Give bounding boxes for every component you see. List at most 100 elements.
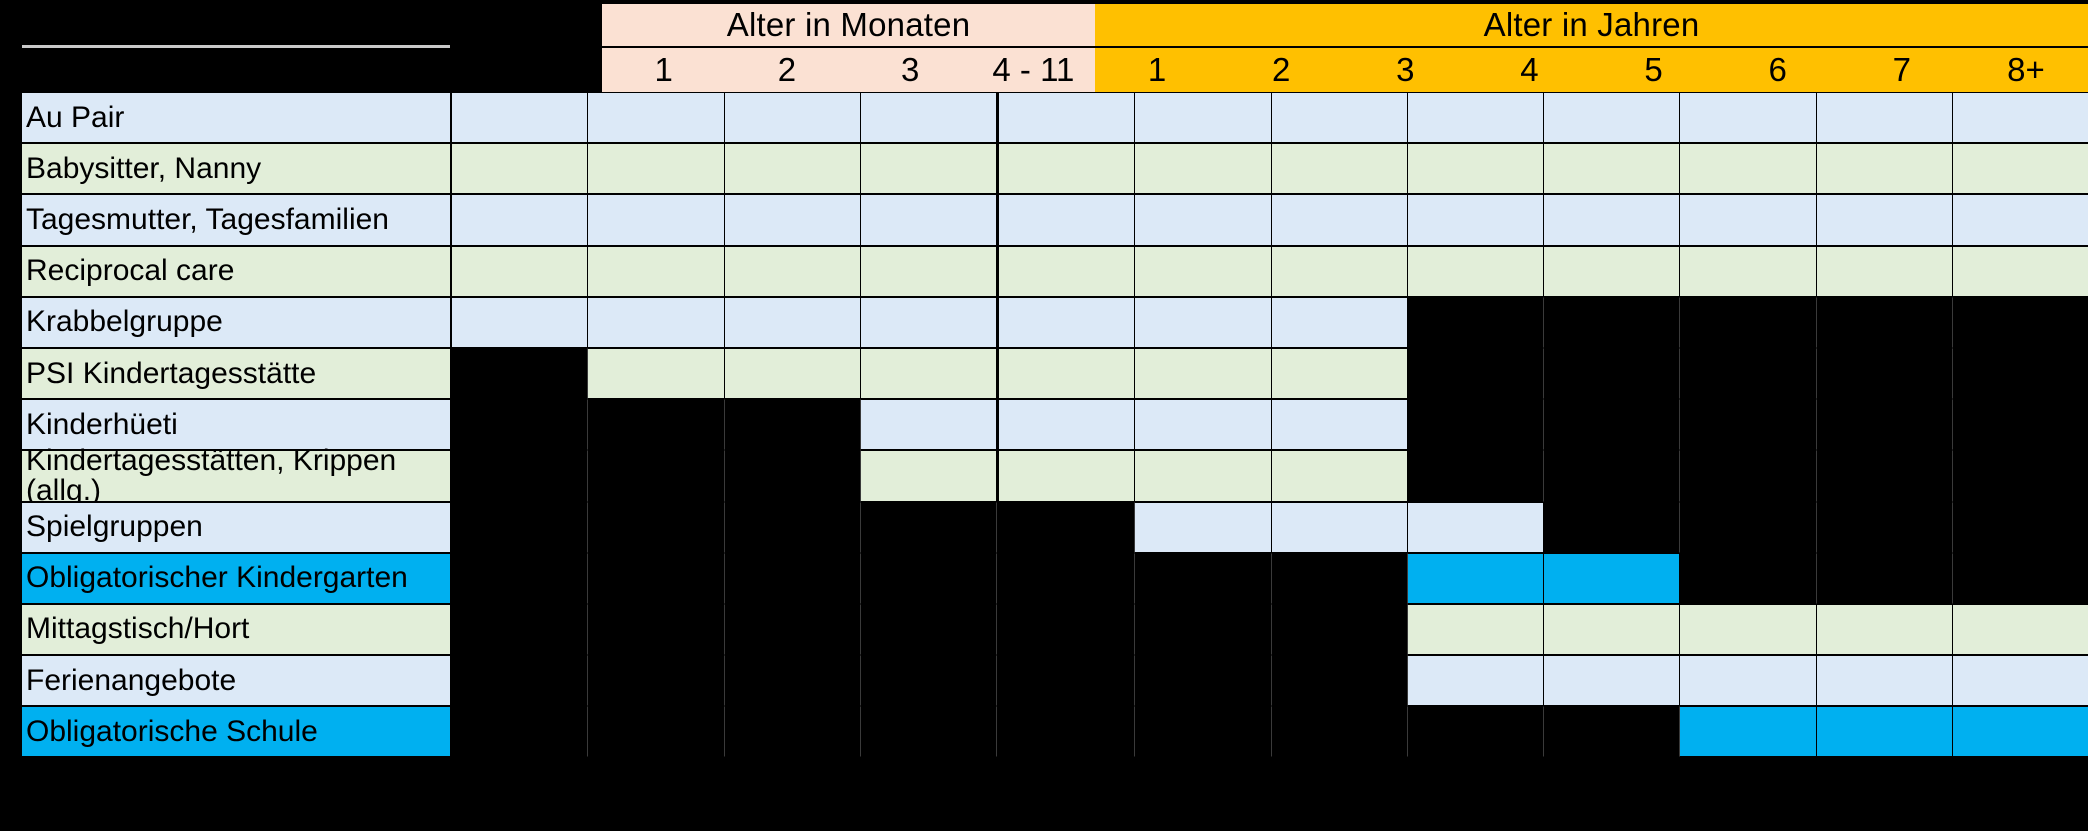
coverage-cell-off-13-6 xyxy=(1135,706,1272,758)
coverage-cell-on-2-11 xyxy=(1816,143,1953,195)
coverage-cell-off-8-12 xyxy=(1952,450,2088,502)
coverage-cell-off-7-8 xyxy=(1407,399,1544,451)
label-grid-gap xyxy=(450,245,452,297)
row-cells xyxy=(452,92,2088,144)
coverage-cell-off-9-11 xyxy=(1816,501,1953,553)
coverage-cell-off-6-8 xyxy=(1407,347,1544,400)
coverage-cell-off-11-2 xyxy=(588,603,725,656)
coverage-cell-off-7-9 xyxy=(1544,399,1681,451)
label-grid-gap xyxy=(450,347,452,400)
table-row: Ferienangebote xyxy=(0,655,2088,707)
coverage-cell-on-1-12 xyxy=(1952,92,2088,144)
coverage-cell-off-7-11 xyxy=(1816,399,1953,451)
row-cells xyxy=(452,450,2088,502)
month-year-separator xyxy=(997,655,999,707)
row-label-5: Krabbelgruppe xyxy=(22,296,450,348)
coverage-cell-on-11-11 xyxy=(1816,603,1953,656)
coverage-cell-on-8-4 xyxy=(860,450,997,502)
coverage-cell-on-4-12 xyxy=(1952,245,2088,297)
month-year-separator xyxy=(997,450,999,502)
coverage-cell-off-13-5 xyxy=(999,706,1136,758)
coverage-cell-off-13-2 xyxy=(588,706,725,758)
row-cells xyxy=(452,245,2088,297)
row-label-3: Tagesmutter, Tagesfamilien xyxy=(22,194,450,246)
coverage-cell-on-11-12 xyxy=(1952,603,2088,656)
table-row: Kindertagesstätten, Krippen (allg.) xyxy=(0,445,2088,505)
coverage-cell-on-3-10 xyxy=(1680,194,1817,246)
coverage-cell-off-11-3 xyxy=(724,603,861,656)
coverage-cell-on-9-8 xyxy=(1407,501,1544,553)
coverage-cell-on-10-8 xyxy=(1407,552,1544,604)
label-grid-gap xyxy=(450,706,452,758)
coverage-cell-off-12-2 xyxy=(588,655,725,707)
coverage-cell-on-3-6 xyxy=(1135,194,1272,246)
coverage-cell-off-7-12 xyxy=(1952,399,2088,451)
coverage-cell-on-2-10 xyxy=(1680,143,1817,195)
coverage-cell-on-4-8 xyxy=(1407,245,1544,297)
row-label-2: Babysitter, Nanny xyxy=(22,143,450,195)
coverage-cell-off-10-2 xyxy=(588,552,725,604)
coverage-cell-off-9-9 xyxy=(1544,501,1681,553)
coverage-cell-on-4-10 xyxy=(1680,245,1817,297)
coverage-cell-off-10-6 xyxy=(1135,552,1272,604)
coverage-cell-on-11-8 xyxy=(1407,603,1544,656)
month-year-separator xyxy=(997,399,999,451)
coverage-cell-off-8-1 xyxy=(452,450,589,502)
coverage-cell-on-9-6 xyxy=(1135,501,1272,553)
row-cells xyxy=(452,347,2088,400)
coverage-cell-off-6-1 xyxy=(452,347,589,400)
coverage-cell-on-5-6 xyxy=(1135,296,1272,348)
label-grid-gap xyxy=(450,143,452,195)
row-cells xyxy=(452,194,2088,246)
coverage-cell-off-8-9 xyxy=(1544,450,1681,502)
table-row: Tagesmutter, Tagesfamilien xyxy=(0,194,2088,246)
coverage-cell-on-6-5 xyxy=(999,347,1136,400)
label-grid-gap xyxy=(450,296,452,348)
coverage-cell-on-5-1 xyxy=(452,296,589,348)
coverage-cell-on-7-4 xyxy=(860,399,997,451)
coverage-cell-off-13-7 xyxy=(1271,706,1408,758)
month-year-separator xyxy=(997,245,999,297)
coverage-cell-off-12-6 xyxy=(1135,655,1272,707)
coverage-cell-on-8-6 xyxy=(1135,450,1272,502)
column-header-month-3: 3 xyxy=(900,51,920,88)
coverage-cell-on-12-11 xyxy=(1816,655,1953,707)
month-year-separator xyxy=(997,296,999,348)
row-cells xyxy=(452,501,2088,553)
coverage-cell-off-10-11 xyxy=(1816,552,1953,604)
coverage-cell-off-10-3 xyxy=(724,552,861,604)
coverage-cell-off-6-9 xyxy=(1544,347,1681,400)
row-cells xyxy=(452,143,2088,195)
coverage-cell-on-1-9 xyxy=(1544,92,1681,144)
coverage-cell-on-4-5 xyxy=(999,245,1136,297)
header-group-months: Alter in Monaten xyxy=(602,4,1095,48)
coverage-cell-on-1-10 xyxy=(1680,92,1817,144)
column-header-month-1: 1 xyxy=(654,51,673,88)
coverage-cell-on-7-7 xyxy=(1271,399,1408,451)
coverage-cell-on-12-10 xyxy=(1680,655,1817,707)
coverage-cell-on-1-7 xyxy=(1271,92,1408,144)
coverage-cell-on-1-8 xyxy=(1407,92,1544,144)
coverage-cell-on-2-12 xyxy=(1952,143,2088,195)
coverage-cell-on-3-11 xyxy=(1816,194,1953,246)
row-label-6: PSI Kindertagesstätte xyxy=(22,347,450,400)
table-row: Spielgruppen xyxy=(0,501,2088,553)
coverage-cell-on-5-2 xyxy=(588,296,725,348)
coverage-cell-off-8-10 xyxy=(1680,450,1817,502)
label-grid-gap xyxy=(450,194,452,246)
coverage-cell-on-12-8 xyxy=(1407,655,1544,707)
column-header-year-8: 8+ xyxy=(2007,51,2045,88)
coverage-cell-off-7-10 xyxy=(1680,399,1817,451)
table-row: PSI Kindertagesstätte xyxy=(0,347,2088,400)
coverage-cell-on-5-5 xyxy=(999,296,1136,348)
coverage-cell-off-11-4 xyxy=(860,603,997,656)
coverage-cell-on-2-2 xyxy=(588,143,725,195)
coverage-cell-off-11-1 xyxy=(452,603,589,656)
coverage-cell-off-11-6 xyxy=(1135,603,1272,656)
coverage-cell-on-10-9 xyxy=(1544,552,1681,604)
header-divider-line xyxy=(22,45,450,48)
month-year-separator xyxy=(997,603,999,656)
column-header-year-7: 7 xyxy=(1892,51,1911,88)
